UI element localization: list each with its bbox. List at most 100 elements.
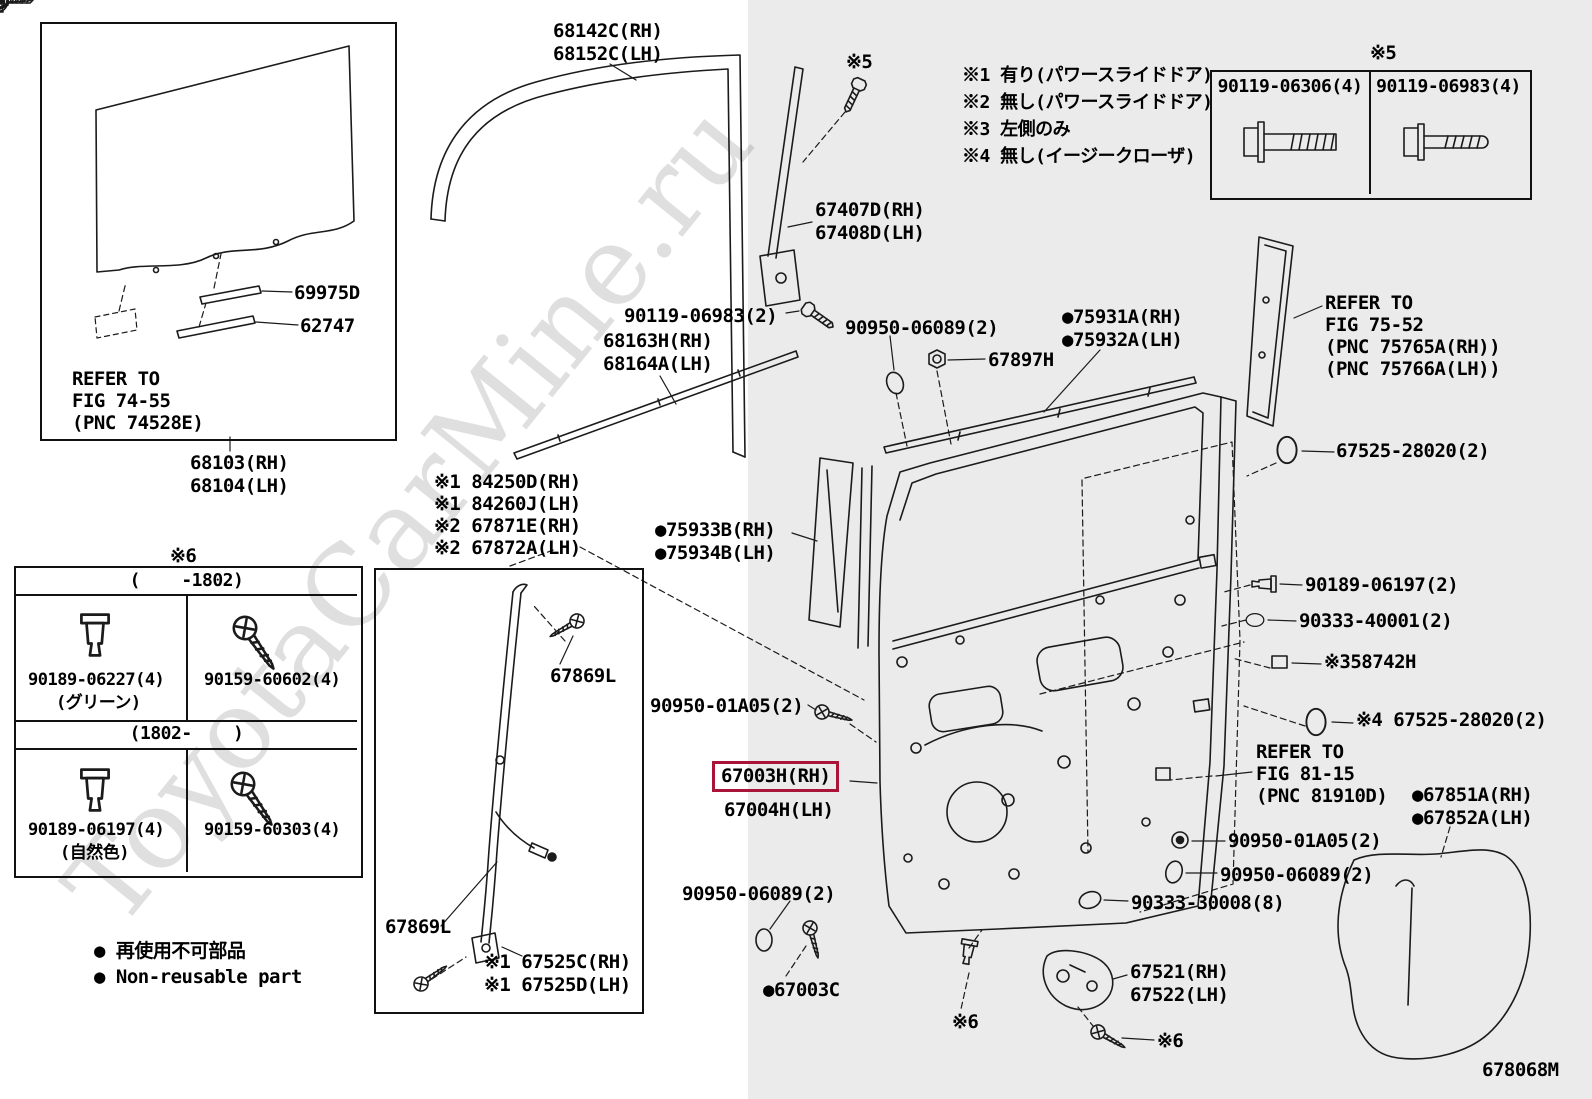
label-glass-lh: 68104(LH) <box>190 475 289 497</box>
outer-belt-art <box>883 376 1197 454</box>
clip-table <box>14 566 363 878</box>
label-refer2-line1: REFER TO <box>1325 292 1413 314</box>
check-link-art <box>1042 949 1114 1011</box>
fastener-table <box>1210 70 1532 200</box>
label-run-b: ※1 84260J(LH) <box>434 493 581 515</box>
label-58742h: ※358742H <box>1324 651 1417 673</box>
label-glass-rh: 68103(RH) <box>190 452 289 474</box>
label-channel-top: 67869L <box>550 665 616 687</box>
note-4: ※4 無し(イージークローザ) <box>962 146 1196 167</box>
clip-table-r2c1-sub: (自然色) <box>60 843 129 863</box>
clip-icon <box>957 937 979 967</box>
label-refer2-line4: (PNC 75766A(LH)) <box>1325 358 1501 380</box>
bolt-icon <box>798 299 838 334</box>
table-bolt-washer <box>1403 123 1489 161</box>
clip-table-r2c2: 90159-60303(4) <box>204 820 341 840</box>
clip-table-r1c1: 90189-06227(4) <box>28 670 165 690</box>
label-quarter-lh: ●67852A(LH) <box>1412 807 1533 829</box>
label-67003c: ●67003C <box>763 979 840 1001</box>
clip-table-line <box>16 594 357 596</box>
front-sash-art <box>857 465 873 649</box>
plug-icon <box>1162 858 1186 886</box>
clip-table-r1c2: 90159-60602(4) <box>204 670 341 690</box>
label-run-rh: 68142C(RH) <box>553 20 663 42</box>
label-belt-lh: 68164A(LH) <box>603 353 713 375</box>
marker-star6-table: ※6 <box>170 545 197 567</box>
clip-icon <box>1251 575 1277 593</box>
label-main-rh: 67003H(RH) <box>721 765 831 787</box>
clip-table-period1: ( -1802) <box>129 570 244 591</box>
label-run-lh: 68152C(LH) <box>553 43 663 65</box>
label-check-lh: 67522(LH) <box>1130 984 1229 1006</box>
label-division-lh: 67408D(LH) <box>815 222 925 244</box>
glass-detail-box <box>40 22 397 441</box>
label-grommet-40001: 90333-40001(2) <box>1299 610 1453 632</box>
diagram-code: 678068M <box>1482 1059 1559 1081</box>
clip-table-divider <box>186 596 188 720</box>
fastener-table-col1: 90119-06306(4) <box>1217 76 1363 97</box>
label-refer2-line2: FIG 75-52 <box>1325 314 1424 336</box>
label-bolt-top: 90119-06983(2) <box>624 305 778 327</box>
label-check-rh: 67521(RH) <box>1130 961 1229 983</box>
clip-icon <box>0 0 6 13</box>
label-run-a: ※1 84250D(RH) <box>434 471 581 493</box>
label-weatherstrip: 69975D <box>294 282 360 304</box>
label-nut-right: 90950-06089(2) <box>1220 864 1374 886</box>
pad-icon <box>1305 707 1327 737</box>
label-belt-rh: 68163H(RH) <box>603 330 713 352</box>
plug-icon <box>1245 612 1265 628</box>
label-main-lh: 67004H(LH) <box>724 799 834 821</box>
door-panel-art <box>878 392 1237 934</box>
label-channel-bottom: 67869L <box>385 916 451 938</box>
washer-icon <box>755 928 773 952</box>
note-3: ※3 左側のみ <box>962 119 1071 140</box>
marker-star6-clip: ※6 <box>952 1011 979 1033</box>
diagram-gray-panel <box>748 0 1592 1099</box>
marker-star5-table: ※5 <box>1370 42 1397 64</box>
label-grommet-30008: 90333-30008(8) <box>1131 892 1285 914</box>
label-molding-rh: ●75931A(RH) <box>1062 306 1183 328</box>
division-bar-art <box>759 66 804 307</box>
belt-molding-art <box>513 350 799 460</box>
quarter-trim-art <box>1337 849 1532 1060</box>
label-pad-star4: ※4 67525-28020(2) <box>1356 709 1547 731</box>
screw-icon <box>812 702 855 728</box>
label-run-f: ※1 67525D(LH) <box>484 974 631 996</box>
label-67897h: 67897H <box>988 349 1054 371</box>
small-parts-art <box>1155 655 1288 781</box>
note-2: ※2 無し(パワースライドドア) <box>962 92 1213 113</box>
label-run-c: ※2 67871E(RH) <box>434 515 581 537</box>
label-quarter-rh: ●67851A(RH) <box>1412 784 1533 806</box>
plug-icon <box>1076 887 1104 913</box>
highlight-box-main-part: 67003H(RH) <box>712 761 840 792</box>
marker-star5-top: ※5 <box>846 51 873 73</box>
label-run-e: ※1 67525C(RH) <box>484 951 631 973</box>
bolt-icon <box>838 75 869 116</box>
label-cover-lh: ●75934B(LH) <box>655 542 776 564</box>
dashed-lines <box>118 111 1451 1027</box>
pillar-cover-art <box>808 457 854 628</box>
glass-run-art <box>430 54 746 458</box>
screw-icon <box>800 918 826 961</box>
fastener-table-divider <box>1369 72 1371 194</box>
clip-table-divider <box>186 750 188 872</box>
label-clip-06197: 90189-06197(2) <box>1305 574 1459 596</box>
label-refer1-line2: FIG 74-55 <box>72 390 171 412</box>
window-glass-art <box>94 45 355 339</box>
marker-star6-screw: ※6 <box>1157 1030 1184 1052</box>
label-film: 62747 <box>300 315 355 337</box>
label-pad-top: 67525-28020(2) <box>1336 440 1490 462</box>
label-run-d: ※2 67872A(LH) <box>434 537 581 559</box>
clip-table-r1c1-sub: (グリーン) <box>56 693 141 713</box>
label-screw-01a05-right: 90950-01A05(2) <box>1228 830 1382 852</box>
label-cover-rh: ●75933B(RH) <box>655 519 776 541</box>
clip-table-r2c1: 90189-06197(4) <box>28 820 165 840</box>
clip-table-period2: (1802- ) <box>129 723 244 744</box>
legend-en: ● Non-reusable part <box>94 966 302 988</box>
label-refer1-line3: (PNC 74528E) <box>72 412 204 434</box>
pad-icon <box>1276 435 1298 465</box>
nut-icon <box>928 349 946 369</box>
label-nut-bottom: 90950-06089(2) <box>682 883 836 905</box>
